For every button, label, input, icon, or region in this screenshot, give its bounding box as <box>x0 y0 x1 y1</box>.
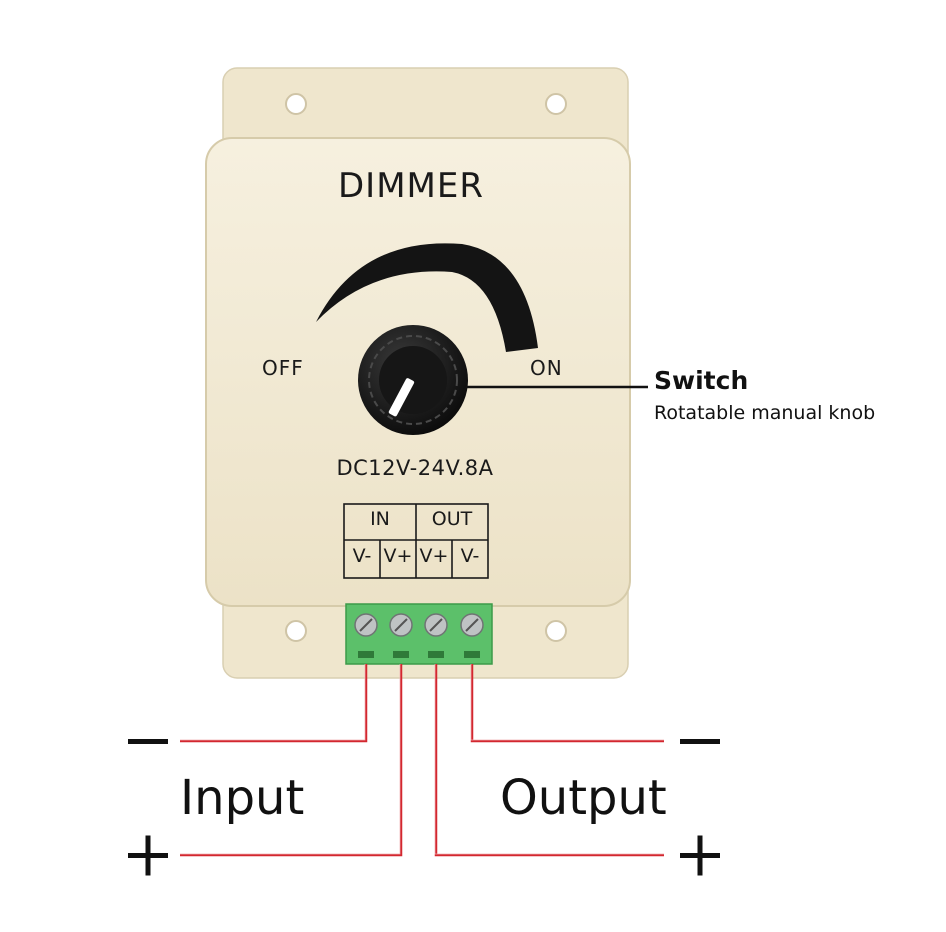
switch-callout-description: Rotatable manual knob <box>654 402 876 424</box>
mounting-hole-bottom-left <box>285 620 307 642</box>
mounting-hole-bottom-right <box>545 620 567 642</box>
wire-input-minus <box>180 664 368 743</box>
terminal-screw-4 <box>460 613 484 637</box>
terminal-group-out: OUT <box>431 508 473 530</box>
terminal-label-1: V- <box>352 545 372 567</box>
knob-indicator <box>388 378 415 417</box>
terminal-screw-2 <box>389 613 413 637</box>
terminal-table <box>343 503 489 579</box>
terminal-label-3: V+ <box>419 545 449 567</box>
output-plus-symbol <box>680 835 720 876</box>
mounting-hole-top-left <box>285 93 307 115</box>
wires <box>180 664 664 857</box>
input-plus-symbol <box>128 835 168 876</box>
on-label: ON <box>530 356 563 380</box>
off-label: OFF <box>262 356 304 380</box>
output-label: Output <box>500 770 667 826</box>
rotary-knob[interactable] <box>358 325 468 435</box>
output-minus-symbol <box>680 739 720 744</box>
wire-output-plus <box>434 664 664 857</box>
input-label: Input <box>180 770 305 826</box>
spec-label: DC12V-24V.8A <box>336 456 494 480</box>
terminal-label-4: V- <box>460 545 480 567</box>
switch-callout-title: Switch <box>654 366 749 395</box>
terminal-screw-1 <box>354 613 378 637</box>
mounting-hole-top-right <box>545 93 567 115</box>
device-title: DIMMER <box>338 166 484 206</box>
input-minus-symbol <box>128 739 168 744</box>
dial-arc <box>316 243 538 352</box>
wire-input-plus <box>180 664 403 857</box>
terminal-screw-3 <box>424 613 448 637</box>
terminal-group-in: IN <box>370 508 390 530</box>
terminal-slots <box>358 651 480 658</box>
terminal-label-2: V+ <box>383 545 413 567</box>
wire-output-minus <box>470 664 664 743</box>
